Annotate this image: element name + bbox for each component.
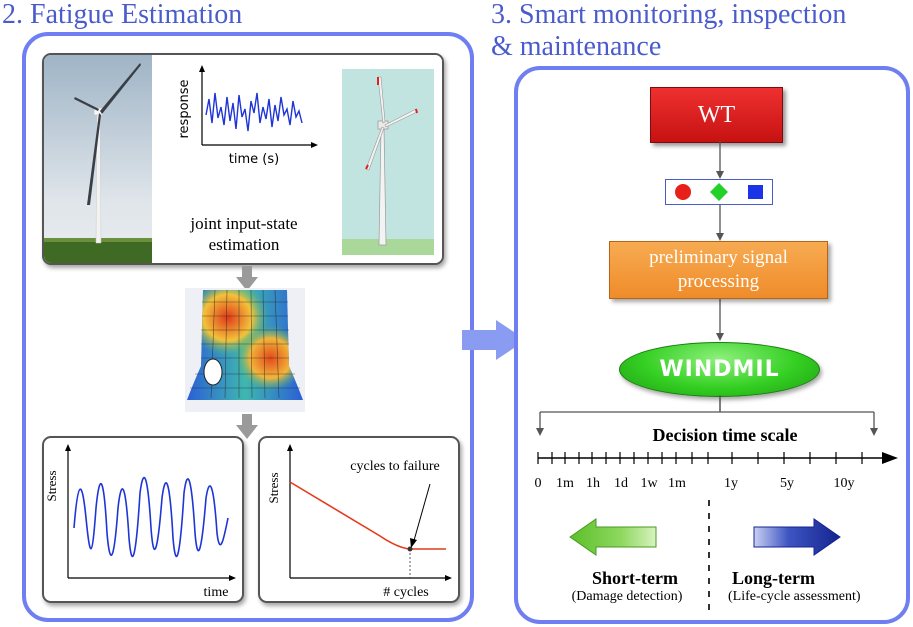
turbine-model-image xyxy=(332,55,442,263)
time-axis-label: time xyxy=(204,585,229,600)
tick-label: 1w xyxy=(640,476,658,491)
long-term-subtitle: (Life-cycle assessment) xyxy=(728,589,861,604)
monitoring-title-line1: 3. Smart monitoring, inspection xyxy=(491,0,847,30)
tick-label: 1h xyxy=(586,476,600,491)
short-term-arrow-icon xyxy=(569,518,657,556)
long-term-label: Long-term (Life-cycle assessment) xyxy=(716,568,906,606)
monitoring-title-line2: & maintenance xyxy=(491,31,662,62)
tick-label: 10y xyxy=(833,476,855,491)
tick-label: 5y xyxy=(780,476,794,491)
processing-line1: preliminary signal xyxy=(649,247,788,268)
stress-time-plot: Stress time xyxy=(44,444,236,600)
estimation-line2: estimation xyxy=(208,235,280,254)
short-term-label: Short-term (Damage detection) xyxy=(540,568,706,606)
estimation-line1: joint input-state xyxy=(190,214,298,233)
diamond-green-icon xyxy=(710,183,728,201)
estimation-card: response time (s) joint input-state esti… xyxy=(42,53,444,265)
stress-axis-label: Stress xyxy=(266,472,281,503)
square-blue-icon xyxy=(748,185,763,199)
long-term-title: Long-term xyxy=(732,568,815,588)
cycles-to-failure-annotation: cycles to failure xyxy=(350,459,439,474)
long-term-arrow-icon xyxy=(753,518,841,556)
cycles-axis-label: # cycles xyxy=(383,585,428,600)
response-plot: response time (s) xyxy=(177,65,318,167)
sensor-types-box xyxy=(665,179,773,205)
windmil-node: WINDMIL xyxy=(619,342,820,397)
response-axis-label: response xyxy=(177,79,192,138)
decision-timeline xyxy=(536,395,898,464)
right-arrow-icon xyxy=(462,320,526,360)
short-long-divider xyxy=(708,500,710,612)
turbine-photo xyxy=(44,55,152,263)
circle-red-icon xyxy=(675,184,691,200)
stress-axis-label: Stress xyxy=(44,470,59,501)
short-term-subtitle: (Damage detection) xyxy=(571,589,683,604)
tick-label: 1y xyxy=(724,476,738,491)
tick-label: 1m xyxy=(668,476,686,491)
tick-label: 0 xyxy=(534,476,542,491)
processing-line2: processing xyxy=(677,271,760,292)
fatigue-title: 2. Fatigue Estimation xyxy=(2,0,243,30)
estimation-label: joint input-state estimation xyxy=(154,213,334,255)
tick-label: 1d xyxy=(614,476,628,491)
wt-box: WT xyxy=(650,87,783,143)
sn-curve-plot: Stress cycles to failure # cycles xyxy=(266,444,452,600)
down-arrow-icon xyxy=(236,266,258,291)
down-arrow-icon xyxy=(236,414,258,439)
tick-label: 1m xyxy=(556,476,574,491)
stress-time-card: Stress time xyxy=(42,436,244,603)
short-term-title: Short-term xyxy=(592,568,678,588)
preliminary-processing-box: preliminary signal processing xyxy=(609,241,828,299)
time-axis-label: time (s) xyxy=(229,152,279,167)
decision-time-scale-title: Decision time scale xyxy=(652,425,798,445)
sn-curve-card: Stress cycles to failure # cycles xyxy=(258,436,460,603)
fe-tower-stress-image xyxy=(185,288,305,412)
